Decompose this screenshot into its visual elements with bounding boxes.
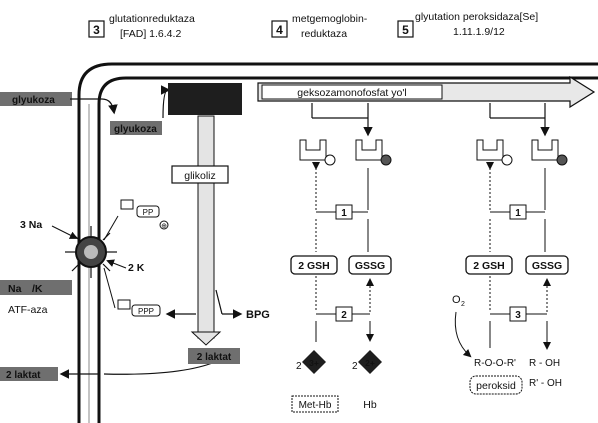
- fe3-coefficient: 2: [296, 361, 302, 372]
- legend-item-4: 4 metgemoglobin- reduktaza: [272, 13, 368, 40]
- lactate-outside-label: 2 laktat: [6, 370, 41, 381]
- phosphate-charge: ⊕: [161, 223, 167, 230]
- hemoglobin-label: Hb: [363, 399, 377, 411]
- right-step-1: 1: [515, 208, 521, 219]
- right-nadp-icon: [477, 140, 512, 165]
- oxygen-label: O: [452, 294, 461, 306]
- legend-5-line2: 1.11.1.9/12: [453, 26, 505, 38]
- bpg-label: BPG: [246, 309, 270, 321]
- legend-item-3: 3 glutationreduktaza [FAD] 1.6.4.2: [89, 13, 195, 40]
- glycolysis-column: glikoliz BPG 2 laktat: [168, 116, 270, 364]
- legend-4-line1: metgemoglobin-: [292, 13, 368, 25]
- legend-4-line2: reduktaza: [301, 28, 347, 40]
- pump-label-na: Na: [8, 283, 22, 295]
- left-step-1: 1: [341, 208, 347, 219]
- fe2-ion-icon: 2+: [358, 350, 382, 374]
- oxygen-subscript: 2: [461, 301, 465, 308]
- legend-3-line1: glutationreduktaza: [109, 13, 195, 25]
- fe3-label: 3+: [309, 358, 319, 368]
- hmp-arrow: geksozamonofosfat yo'l: [258, 77, 594, 107]
- right-gssg-label: GSSG: [532, 260, 562, 272]
- peroxide-formula: R-O-O-R': [474, 358, 516, 369]
- legend-3-number: 3: [93, 23, 100, 37]
- alcohol-r-label: R - OH: [529, 358, 560, 369]
- fe2-coefficient: 2: [352, 361, 358, 372]
- glucose-outside-label: glyukoza: [12, 95, 55, 106]
- glucose-6-phosphate-box: [168, 83, 242, 115]
- right-step-3: 3: [515, 310, 521, 321]
- legend-4-number: 4: [276, 23, 283, 37]
- sodium-label: 3 Na: [20, 219, 42, 231]
- svg-text:PPP: PPP: [138, 307, 154, 316]
- hmp-label: geksozamonofosfat yo'l: [297, 87, 406, 99]
- left-gssg-label: GSSG: [355, 260, 385, 272]
- potassium-label: 2 K: [128, 262, 145, 274]
- left-gsh-label: 2 GSH: [298, 260, 330, 272]
- legend-5-number: 5: [402, 23, 409, 37]
- svg-text:PP: PP: [143, 208, 154, 217]
- peroxide-label: peroksid: [476, 380, 516, 392]
- alcohol-r-prime-label: R' - OH: [529, 378, 562, 389]
- fe3-ion-icon: 3+: [302, 350, 326, 374]
- pump-label-k: /K: [32, 283, 43, 295]
- left-nadp-icon: [300, 140, 335, 165]
- right-glutathione-cycle: 1 2 GSH GSSG 3 O 2 R-O-O-R' R - OH R' - …: [452, 103, 568, 394]
- lactate-inside-label: 2 laktat: [197, 352, 232, 363]
- lactate-channel: 2 laktat: [0, 362, 215, 381]
- legend-5-line1: glyutation peroksidaza[Se]: [415, 11, 538, 23]
- right-gsh-label: 2 GSH: [473, 260, 505, 272]
- na-k-pump: 3 Na 2 K Na /K ATF-aza PP ⊕ PPP: [0, 200, 168, 316]
- legend-item-5: 5 glyutation peroksidaza[Se] 1.11.1.9/12: [398, 11, 538, 38]
- left-glutathione-cycle: 1 2 GSH GSSG 2 2 3+ 2 2+ Met-Hb Hb: [291, 103, 391, 412]
- glucose-inside-label: glyukoza: [114, 124, 157, 135]
- left-step-2: 2: [341, 310, 347, 321]
- glucose-channel: glyukoza glyukoza: [0, 90, 168, 135]
- glycolysis-label: glikoliz: [184, 170, 216, 182]
- fe2-label: 2+: [365, 358, 375, 368]
- right-nadph-icon: [532, 140, 567, 165]
- methemoglobin-label: Met-Hb: [299, 400, 332, 411]
- legend-3-line2: [FAD] 1.6.4.2: [120, 28, 181, 40]
- pump-label-atpase: ATF-aza: [8, 304, 48, 316]
- left-nadph-icon: [356, 140, 391, 165]
